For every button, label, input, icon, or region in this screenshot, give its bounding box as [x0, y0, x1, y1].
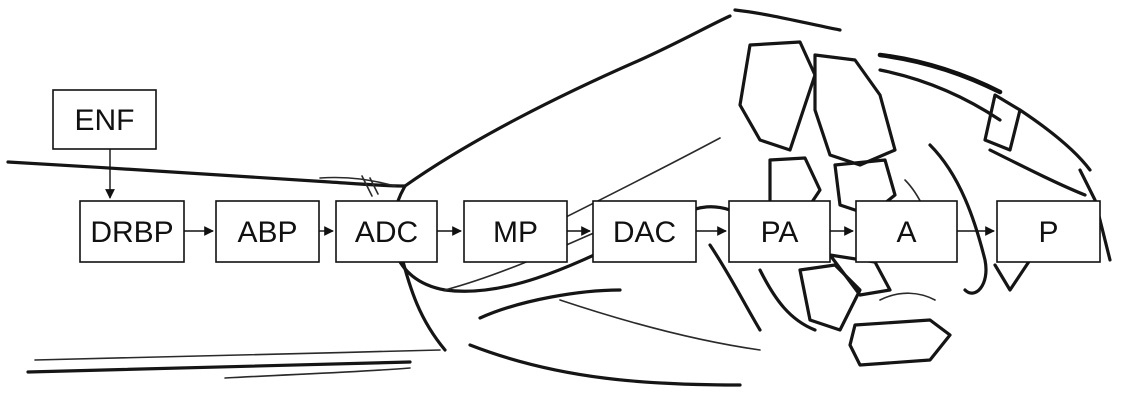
jaw-hinge — [708, 243, 762, 332]
neck-segment-1 — [983, 93, 1022, 152]
neck-curve-2 — [1018, 108, 1092, 172]
node-p-label: P — [1038, 216, 1058, 249]
lower-beak-line-2 — [34, 349, 441, 361]
node-abp-label: ABP — [237, 216, 297, 249]
neck-hatch — [879, 292, 936, 301]
neck-segment-2 — [1078, 168, 1112, 262]
node-p: P — [996, 200, 1101, 263]
node-enf-label: ENF — [75, 104, 135, 137]
node-enf: ENF — [52, 89, 157, 150]
lower-beak-line-3 — [224, 367, 411, 379]
node-mp-label: MP — [493, 216, 538, 249]
node-pa: PA — [728, 200, 831, 263]
lower-beak-line-1 — [26, 360, 412, 374]
node-dac-label: DAC — [613, 216, 676, 249]
neck-curve-1 — [758, 268, 817, 332]
node-abp: ABP — [215, 200, 320, 263]
node-a-label: A — [896, 216, 916, 249]
node-dac: DAC — [592, 200, 697, 263]
node-pa-label: PA — [761, 216, 799, 249]
breast-line — [928, 143, 988, 295]
beak-hatch-2 — [369, 177, 379, 195]
vertebra-1 — [738, 40, 817, 152]
tongue-line — [478, 288, 622, 320]
beak-tip-hatch — [319, 176, 396, 187]
neck-curve-3 — [988, 148, 1087, 197]
chest-mark — [993, 258, 1032, 292]
skull-outline — [403, 14, 732, 188]
node-drbp: DRBP — [79, 200, 185, 263]
pouch-bottom — [468, 343, 742, 387]
node-drbp-label: DRBP — [90, 216, 173, 249]
vertebra-7 — [848, 318, 952, 367]
node-a: A — [855, 200, 958, 263]
jaw-line — [559, 299, 761, 351]
beak-hatch-1 — [361, 175, 373, 197]
vertebra-5 — [798, 263, 862, 332]
crown-line — [733, 8, 842, 32]
node-adc-label: ADC — [355, 216, 418, 249]
vertebra-2 — [813, 53, 897, 167]
node-adc: ADC — [335, 200, 438, 263]
node-mp: MP — [463, 200, 568, 263]
back-line — [877, 52, 1003, 95]
